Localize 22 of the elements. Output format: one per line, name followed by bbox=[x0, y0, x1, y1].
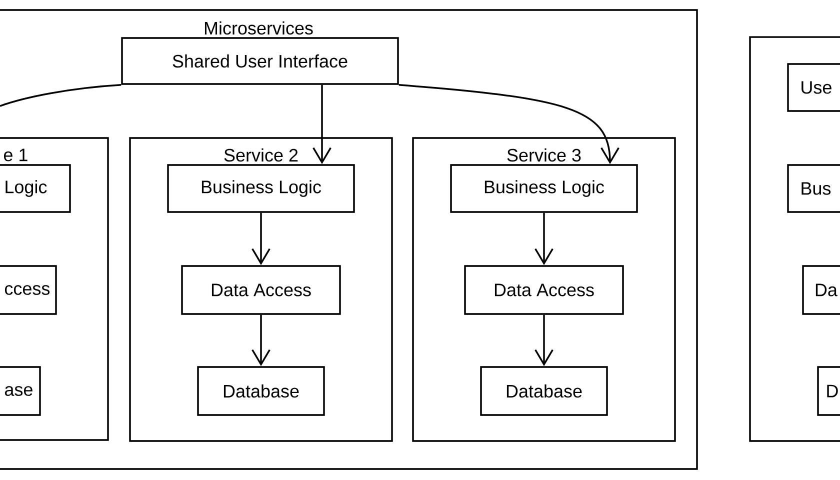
process-box: Da bbox=[802, 265, 840, 315]
arrow bbox=[252, 314, 270, 366]
process-box: Bus bbox=[787, 164, 840, 213]
arrow bbox=[312, 84, 332, 164]
process-box: ase bbox=[0, 366, 41, 416]
connector-line bbox=[0, 84, 122, 107]
arrow bbox=[534, 212, 554, 266]
group-box bbox=[749, 36, 840, 442]
process-box: Database bbox=[197, 366, 325, 416]
process-box: ccess bbox=[0, 265, 57, 315]
process-box: Data Access bbox=[464, 265, 624, 315]
process-box: Logic bbox=[0, 164, 71, 213]
arrow bbox=[534, 314, 554, 366]
process-box: Use bbox=[787, 63, 840, 112]
process-box: D bbox=[817, 366, 840, 416]
arrow bbox=[252, 212, 270, 266]
process-box: Database bbox=[480, 366, 608, 416]
process-box: Business Logic bbox=[450, 164, 638, 213]
process-box: Shared User Interface bbox=[121, 37, 399, 85]
process-box: Business Logic bbox=[167, 164, 355, 213]
arrow bbox=[398, 84, 620, 164]
process-box: Data Access bbox=[181, 265, 341, 315]
